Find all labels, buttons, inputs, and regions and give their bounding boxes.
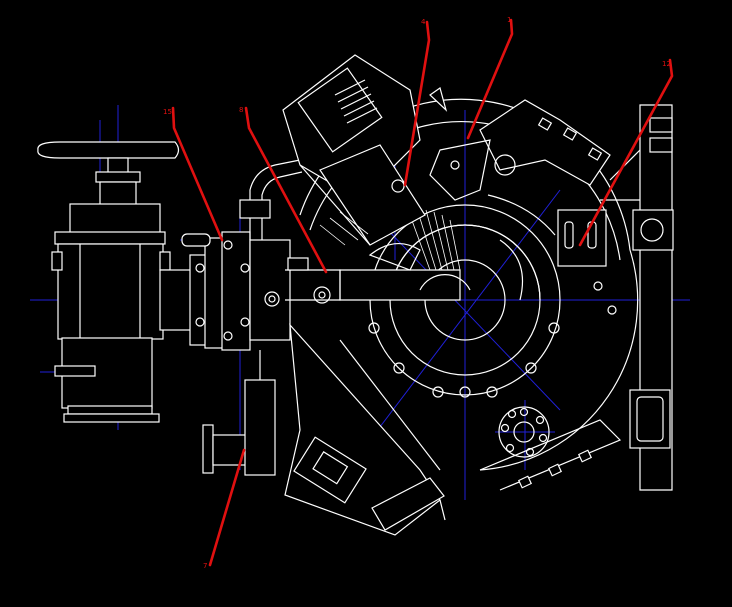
callout-label-8: 8 <box>239 106 243 114</box>
vent-elbow <box>239 159 303 240</box>
leader-15 <box>171 106 224 242</box>
leader-12 <box>578 58 674 247</box>
callout-labels: 4 1 12 15 8 7 <box>163 16 671 570</box>
callout-label-12: 12 <box>662 60 671 68</box>
gate-valve <box>37 141 180 423</box>
leader-4 <box>403 20 431 187</box>
leader-7 <box>208 448 246 567</box>
right-frame <box>557 104 674 491</box>
leader-8 <box>244 106 328 274</box>
bolt-circle <box>368 322 560 398</box>
callout-leaders <box>171 18 674 567</box>
callout-label-7: 7 <box>203 562 207 570</box>
lower-outlet <box>284 323 622 536</box>
inlet-pipe <box>159 231 291 351</box>
callout-label-1: 1 <box>507 16 511 24</box>
leader-1 <box>466 18 514 140</box>
rotor <box>285 194 556 304</box>
callout-label-4: 4 <box>421 18 426 26</box>
callout-label-15: 15 <box>163 108 172 116</box>
drain-pipe <box>202 350 276 476</box>
top-right-housing <box>429 99 611 201</box>
upper-housing <box>282 54 448 246</box>
bottom-flange <box>498 406 550 458</box>
